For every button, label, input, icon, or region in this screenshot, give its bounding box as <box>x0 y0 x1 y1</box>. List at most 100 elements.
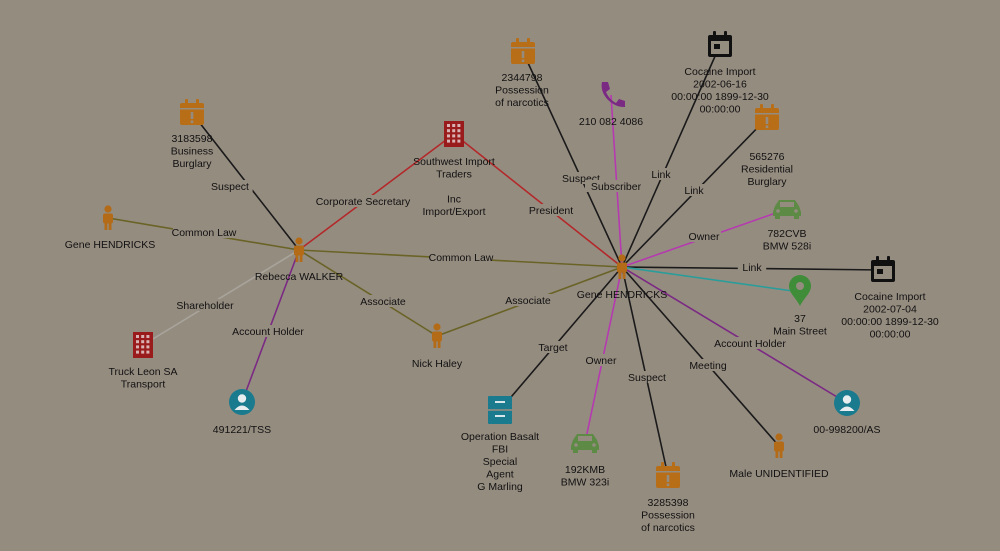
node-label: Cocaine Import <box>684 66 755 78</box>
node-label: Operation Basalt <box>461 431 539 443</box>
node-label: Gene HENDRICKS <box>577 289 667 301</box>
edge-label-background <box>207 180 253 192</box>
edge-label: Suspect <box>628 372 666 384</box>
node-label: 210 082 4086 <box>579 116 643 128</box>
incident-calendar-icon <box>656 462 680 488</box>
edge-gene_center-location_37[interactable] <box>621 266 801 293</box>
person-icon <box>294 237 304 262</box>
node-label: Male UNIDENTIFIED <box>729 468 829 480</box>
node-label: Burglary <box>747 176 787 188</box>
node-label: 491221/TSS <box>213 424 271 436</box>
node-acct_491221[interactable]: 491221/TSS <box>213 389 271 436</box>
node-label: 782CVB <box>767 228 806 240</box>
node-rebecca[interactable]: Rebecca WALKER <box>255 237 344 283</box>
node-label: Special <box>483 456 517 468</box>
car-icon <box>571 434 599 453</box>
node-label: Truck Leon SA <box>108 366 177 378</box>
calendar-event-icon <box>871 256 895 282</box>
edge-label-group: Account Holder <box>707 337 793 350</box>
edge-label: Shareholder <box>176 300 234 312</box>
node-label: Business <box>171 146 214 158</box>
edge-gene_center-acct_00998200[interactable] <box>621 266 848 404</box>
node-gene_left[interactable]: Gene HENDRICKS <box>65 205 155 251</box>
edge-label: Link <box>742 262 762 274</box>
edge-label-background <box>171 299 239 311</box>
edge-label-background <box>646 168 676 180</box>
edge-label-group: Common Law <box>172 226 237 239</box>
edge-event_2002_06_16-gene_center[interactable] <box>621 44 721 268</box>
edge-label-group: Link <box>737 261 767 274</box>
node-label: 00:00:00 <box>700 104 741 116</box>
account-avatar-icon <box>229 389 255 415</box>
edge-inc_2344798-gene_center[interactable] <box>522 51 623 268</box>
node-label: 192KMB <box>565 464 605 476</box>
edge-label-background <box>354 295 412 307</box>
account-avatar-icon <box>834 390 860 416</box>
car-icon <box>773 200 801 219</box>
edge-label-background <box>707 337 793 349</box>
edge-label: Account Holder <box>232 326 304 338</box>
edge-label-background <box>430 251 492 263</box>
building-icon <box>444 121 464 147</box>
node-label: Burglary <box>172 158 212 170</box>
edge-label: Target <box>538 342 567 354</box>
node-label: BMW 323i <box>561 477 609 489</box>
edge-label-group: Associate <box>354 295 412 308</box>
person-icon <box>617 254 627 279</box>
edge-label-background <box>499 294 557 306</box>
node-male_unid[interactable]: Male UNIDENTIFIED <box>729 433 829 480</box>
node-label: Agent <box>486 469 514 481</box>
edge-label: Link <box>684 185 704 197</box>
person-icon <box>103 205 113 230</box>
edge-label-background <box>173 226 235 238</box>
edge-label: Meeting <box>689 360 727 372</box>
node-label: Possession <box>495 85 549 97</box>
edge-label: Account Holder <box>714 338 786 350</box>
node-label: 2344798 <box>502 72 543 84</box>
node-label: 3285398 <box>648 497 689 509</box>
edge-rebecca-truck_leon[interactable] <box>142 249 300 346</box>
node-label: Southwest Import <box>413 156 495 168</box>
edge-label-group: Owner <box>584 354 618 367</box>
edge-label: President <box>529 205 573 217</box>
edge-label-background <box>225 325 311 337</box>
node-label: 00:00:00 <box>870 329 911 341</box>
edge-label-background <box>685 359 731 371</box>
edge-label: Common Law <box>429 252 494 264</box>
edge-southwest-gene_center[interactable] <box>453 133 623 268</box>
node-label: Cocaine Import <box>854 291 925 303</box>
edge-gene_center-male_unid[interactable] <box>621 266 780 447</box>
edge-rebecca-southwest[interactable] <box>298 133 455 251</box>
node-gene_center[interactable]: Gene HENDRICKS <box>577 254 667 301</box>
edge-label-background <box>737 261 767 273</box>
node-acct_00998200[interactable]: 00-998200/AS <box>813 390 881 436</box>
edge-label: Common Law <box>172 227 237 239</box>
node-nick[interactable]: Nick Haley <box>412 323 463 370</box>
edge-label-background <box>624 371 670 383</box>
edge-label-group: Owner <box>687 230 721 243</box>
edge-rebecca-nick[interactable] <box>298 249 438 337</box>
filing-cabinet-icon <box>488 396 512 424</box>
node-phone[interactable]: 210 082 4086 <box>579 82 643 128</box>
edge-label-group: Suspect <box>624 371 670 384</box>
edge-label-background <box>584 354 618 366</box>
edge-label-group: Account Holder <box>225 325 311 338</box>
edge-gene_center-op_basalt[interactable] <box>499 266 623 411</box>
edge-label-background <box>679 184 709 196</box>
edge-label: Link <box>651 169 671 181</box>
edge-label-group: Shareholder <box>171 299 239 312</box>
